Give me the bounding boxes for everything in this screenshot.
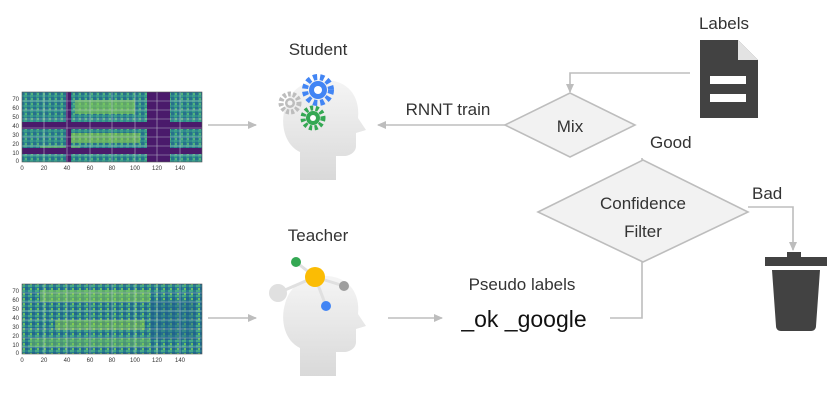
spectrogram-top-frame (21, 91, 203, 163)
y-tick: 30 (12, 325, 19, 331)
y-tick: 70 (12, 97, 19, 103)
spectrogram-top-y-ticks: 70 60 50 40 30 20 10 0 (12, 97, 19, 165)
arrow-filter-to-trash (748, 206, 797, 251)
x-tick: 20 (41, 358, 48, 364)
spectrogram-bottom-band (55, 320, 145, 330)
x-tick: 120 (152, 166, 163, 172)
bad-label: Bad (752, 184, 782, 203)
connectors (208, 72, 797, 322)
network-node-dark (339, 281, 349, 291)
network-node-grey (269, 284, 287, 302)
y-tick: 20 (12, 142, 19, 148)
x-tick: 80 (109, 166, 116, 172)
confidence-filter-label-line1: Confidence (600, 194, 686, 213)
rnnt-train-label: RNNT train (406, 100, 491, 119)
x-tick: 100 (130, 166, 141, 172)
x-tick: 20 (41, 166, 48, 172)
mix-diamond (503, 92, 637, 158)
x-tick: 40 (64, 166, 71, 172)
x-tick: 80 (109, 358, 116, 364)
gear-grey-icon (278, 91, 302, 115)
spectrogram-bottom-band (40, 290, 150, 302)
document-icon (700, 40, 758, 118)
trash-can-icon (765, 252, 827, 331)
teacher-head-icon (269, 257, 366, 376)
x-tick: 0 (20, 166, 24, 172)
spectrogram-top-grid (22, 92, 202, 162)
y-tick: 10 (12, 343, 19, 349)
x-tick: 140 (175, 358, 186, 364)
spectrogram-bottom-frame (21, 283, 203, 355)
gear-blue-icon (302, 74, 334, 106)
confidence-filter-label-line2: Filter (624, 222, 662, 241)
network-node-blue (321, 301, 331, 311)
student-head-icon (278, 74, 366, 180)
student-title: Student (289, 40, 348, 59)
x-tick: 140 (175, 166, 186, 172)
spectrogram-bottom-x-ticks: 0 20 40 60 80 100 120 140 (20, 358, 185, 364)
y-tick: 30 (12, 133, 19, 139)
spectrogram-top-band (70, 133, 140, 143)
y-tick: 0 (16, 159, 20, 165)
spectrogram-bottom-y-ticks: 70 60 50 40 30 20 10 0 (12, 289, 19, 357)
spectrogram-top-band (75, 100, 135, 114)
time-mask (66, 92, 71, 162)
mix-label: Mix (557, 117, 584, 136)
x-tick: 60 (87, 358, 94, 364)
x-tick: 100 (130, 358, 141, 364)
network-node-yellow (305, 267, 325, 287)
teacher-head (283, 275, 366, 376)
y-tick: 60 (12, 106, 19, 112)
spectrogram-bottom: 70 60 50 40 30 20 10 0 0 20 40 60 80 100… (12, 283, 203, 364)
spectrogram-top: 70 60 50 40 30 20 10 0 0 20 40 60 80 100… (12, 91, 203, 172)
time-mask (147, 92, 170, 162)
labels-title: Labels (699, 14, 749, 33)
y-tick: 0 (16, 351, 20, 357)
spectrogram-bottom-grid (22, 284, 202, 354)
y-tick: 50 (12, 115, 19, 121)
gear-green-icon (300, 105, 326, 131)
x-tick: 0 (20, 358, 24, 364)
y-tick: 10 (12, 151, 19, 157)
x-tick: 40 (64, 358, 71, 364)
y-tick: 40 (12, 316, 19, 322)
pseudo-labels-text: _ok _google (460, 306, 586, 332)
good-label: Good (650, 133, 692, 152)
pseudo-labels-title: Pseudo labels (469, 275, 576, 294)
arrow-labels-to-mix (566, 72, 690, 93)
network-node-green (291, 257, 301, 267)
y-tick: 50 (12, 307, 19, 313)
y-tick: 40 (12, 124, 19, 130)
y-tick: 20 (12, 334, 19, 340)
spectrogram-top-x-ticks: 0 20 40 60 80 100 120 140 (20, 166, 185, 172)
x-tick: 120 (152, 358, 163, 364)
y-tick: 70 (12, 289, 19, 295)
confidence-filter-diamond (536, 159, 750, 263)
line-pseudo-to-filter (610, 260, 643, 319)
y-tick: 60 (12, 298, 19, 304)
teacher-title: Teacher (288, 226, 349, 245)
student-head (283, 79, 366, 180)
x-tick: 60 (87, 166, 94, 172)
